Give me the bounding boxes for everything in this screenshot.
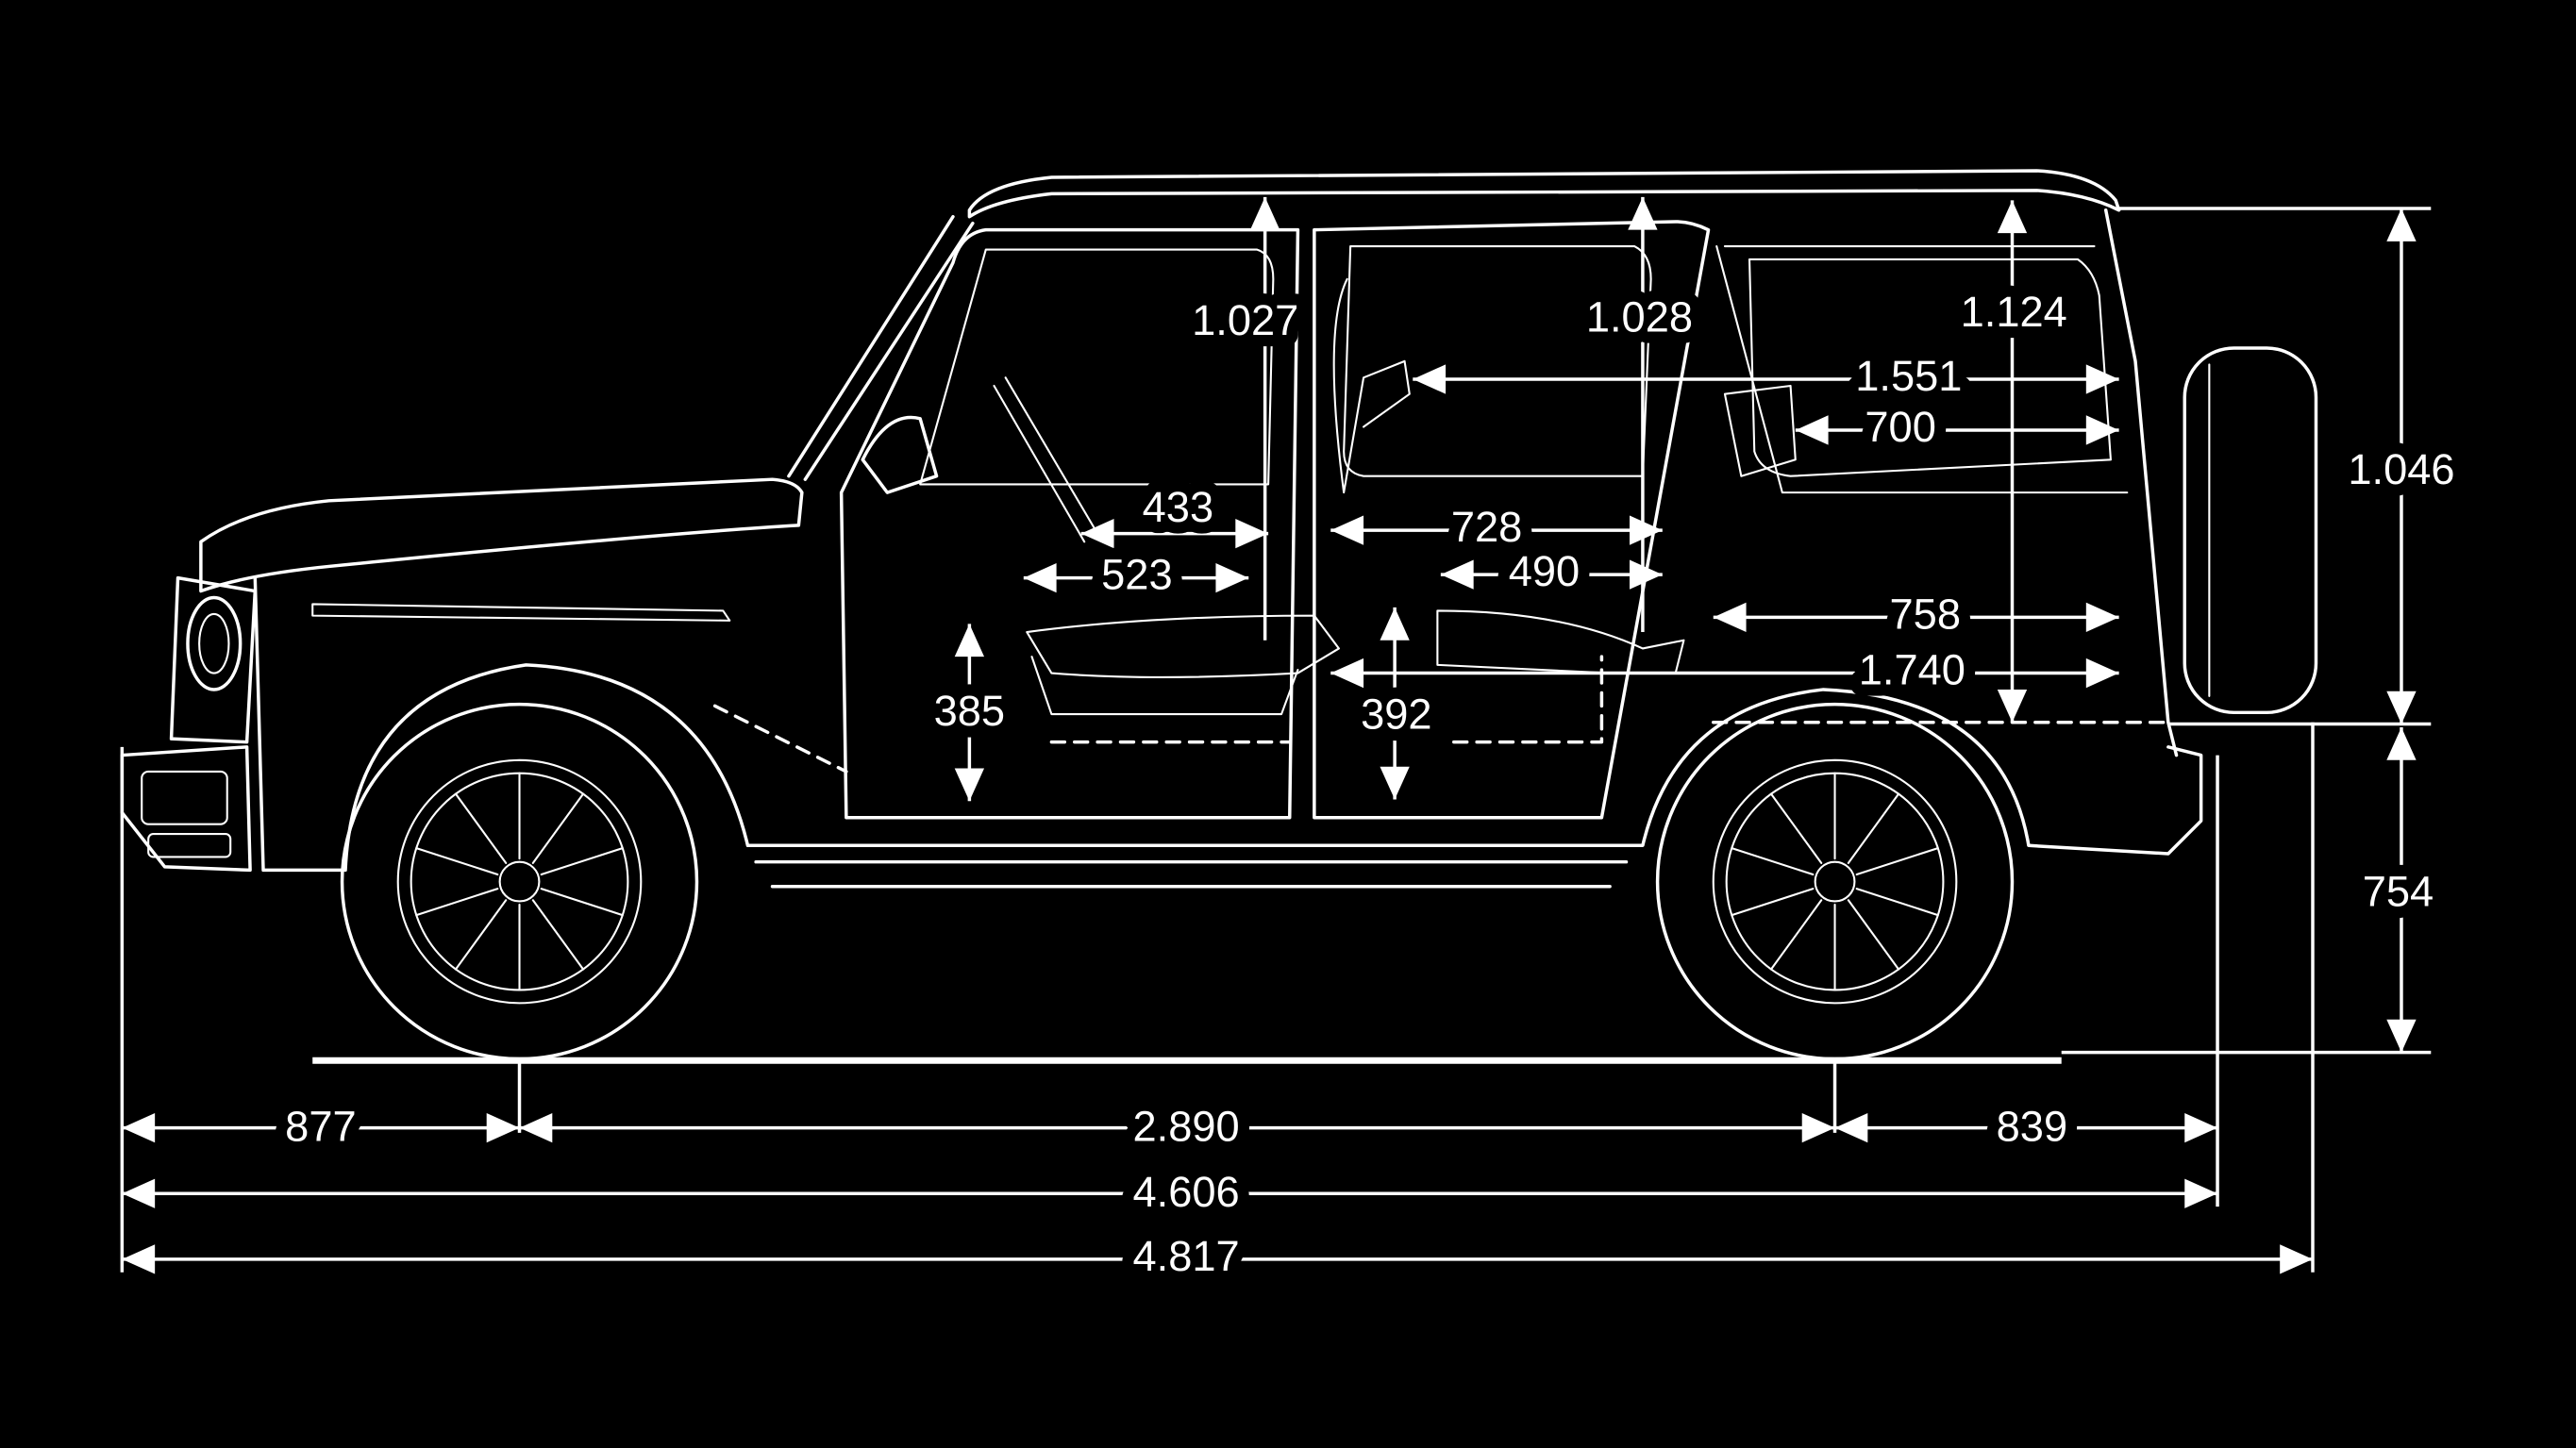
arrowhead-icon xyxy=(1330,515,1364,545)
arrowhead-icon xyxy=(1215,562,1249,593)
arrowhead-icon xyxy=(1440,559,1474,590)
wheel-spoke xyxy=(1847,792,1900,864)
wheel-spoke xyxy=(1855,888,1939,917)
arrowhead-icon xyxy=(1629,515,1663,545)
arrowhead-icon xyxy=(2085,415,2119,445)
arrowhead-icon xyxy=(1997,689,2028,723)
arrowhead-icon xyxy=(2386,1019,2417,1053)
wheel-spoke xyxy=(531,792,585,864)
wheel-spoke xyxy=(540,847,624,876)
wheel-spoke xyxy=(415,847,499,876)
dimension-label-headroom_front: 1.027 xyxy=(1192,296,1298,344)
arrowhead-icon xyxy=(2184,1112,2218,1143)
arrowhead-icon xyxy=(1235,518,1269,549)
arrowhead-icon xyxy=(1330,657,1364,689)
wheel-spoke xyxy=(1731,847,1815,876)
arrowhead-icon xyxy=(2184,1178,2218,1208)
arrowhead-icon xyxy=(2085,602,2119,633)
arrowhead-icon xyxy=(122,1112,156,1143)
wheel-spoke xyxy=(1847,899,1900,971)
arrowhead-icon xyxy=(1834,1112,1868,1143)
arrowhead-icon xyxy=(2386,726,2417,760)
dimension-label-front_knee: 433 xyxy=(1143,483,1213,531)
wheel-spoke xyxy=(454,792,508,864)
wheel-spoke xyxy=(1731,888,1815,917)
dimension-label-length_without_spare: 4.606 xyxy=(1132,1168,1239,1216)
arrowhead-icon xyxy=(1801,1112,1835,1143)
wheel-spoke xyxy=(1855,847,1939,876)
arrowhead-icon xyxy=(1713,602,1747,633)
arrowhead-icon xyxy=(519,1112,553,1143)
dimension-label-rear_seat_depth: 490 xyxy=(1509,547,1580,595)
arrowhead-icon xyxy=(1023,562,1057,593)
dimension-label-cargo_length_folded: 1.740 xyxy=(1859,646,1965,694)
dimension-label-cargo_length_rear_seat_up: 1.551 xyxy=(1855,352,1962,400)
wheel-spoke xyxy=(531,899,585,971)
arrowhead-icon xyxy=(954,624,985,657)
arrowhead-icon xyxy=(2085,364,2119,394)
dimension-label-body_height_upper: 1.046 xyxy=(2348,445,2454,493)
arrowhead-icon xyxy=(1080,518,1114,549)
arrowhead-icon xyxy=(1629,559,1663,590)
dimension-label-overall_length: 4.817 xyxy=(1132,1232,1239,1280)
arrowhead-icon xyxy=(1413,364,1447,394)
arrowhead-icon xyxy=(2280,1244,2313,1274)
dimension-label-body_height_lower: 754 xyxy=(2363,867,2434,915)
wheel-spoke xyxy=(415,888,499,917)
wheel-spoke xyxy=(540,888,624,917)
arrowhead-icon xyxy=(486,1112,520,1143)
vehicle-outline xyxy=(120,169,2318,1064)
wheel-spoke xyxy=(454,899,508,971)
wheel-spoke xyxy=(1769,899,1823,971)
dimension-label-headroom_rear: 1.028 xyxy=(1586,292,1693,341)
dimension-label-cargo_length_floor_short: 700 xyxy=(1865,403,1935,451)
dimension-label-cargo_floor_length: 758 xyxy=(1890,590,1961,638)
arrowhead-icon xyxy=(954,768,985,802)
dimension-label-front_overhang: 877 xyxy=(285,1102,356,1150)
arrowhead-icon xyxy=(1997,200,2028,234)
arrowhead-icon xyxy=(122,1178,156,1208)
arrowhead-icon xyxy=(1628,196,1658,230)
arrowhead-icon xyxy=(1795,415,1829,445)
arrowhead-icon xyxy=(1380,766,1410,800)
dimension-label-rear_legroom: 728 xyxy=(1451,503,1522,551)
dimension-label-front_seat_height: 385 xyxy=(934,687,1005,735)
wheel-spoke xyxy=(1769,792,1823,864)
arrowhead-icon xyxy=(2386,691,2417,724)
arrowhead-icon xyxy=(2085,657,2119,689)
dimension-label-wheelbase: 2.890 xyxy=(1132,1102,1239,1150)
arrowhead-icon xyxy=(1380,607,1410,641)
dimension-label-rear_seat_height: 392 xyxy=(1361,690,1431,738)
arrowhead-icon xyxy=(1249,196,1280,230)
dimension-label-front_seat_depth: 523 xyxy=(1101,551,1172,599)
dimension-label-rear_overhang: 839 xyxy=(1997,1102,2067,1150)
arrowhead-icon xyxy=(122,1244,156,1274)
dimension-label-cargo_height: 1.124 xyxy=(1961,288,2067,336)
arrowhead-icon xyxy=(2386,208,2417,241)
